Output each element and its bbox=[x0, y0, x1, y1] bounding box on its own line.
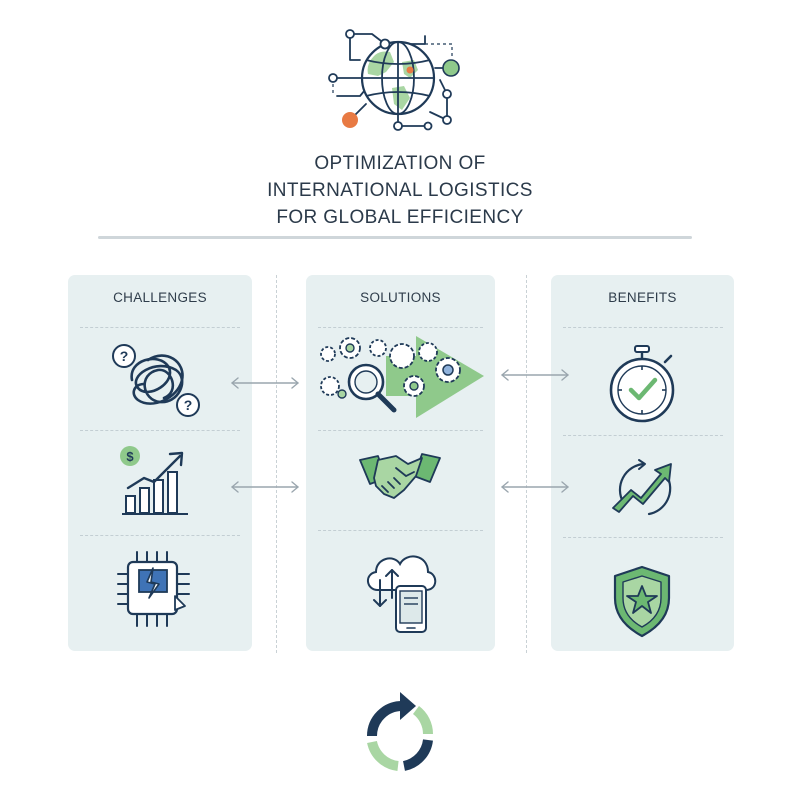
double-arrow-icon bbox=[231, 481, 299, 493]
damaged-chip-icon bbox=[117, 551, 190, 627]
panel-divider bbox=[318, 430, 483, 431]
title-line-3: FOR GLOBAL EFFICIENCY bbox=[276, 207, 524, 228]
cloud-sync-device-icon bbox=[367, 555, 437, 633]
benefits-heading: BENEFITS bbox=[608, 290, 677, 305]
handshake-icon bbox=[359, 453, 441, 499]
panel-divider bbox=[80, 430, 240, 431]
title-divider bbox=[98, 236, 692, 239]
double-arrow-icon bbox=[231, 377, 299, 389]
tangled-knot-question-icon: ? ? bbox=[112, 344, 200, 417]
title-line-2: INTERNATIONAL LOGISTICS bbox=[267, 180, 533, 201]
gears-magnifier-arrow-icon bbox=[320, 336, 484, 418]
solutions-heading: SOLUTIONS bbox=[360, 290, 441, 305]
growth-arrow-icon bbox=[612, 459, 672, 516]
panel-divider bbox=[563, 435, 723, 436]
double-arrow-icon bbox=[501, 481, 569, 493]
svg-text:?: ? bbox=[120, 348, 129, 364]
svg-text:$: $ bbox=[126, 449, 134, 464]
panel-divider bbox=[80, 327, 240, 328]
panel-divider bbox=[318, 530, 483, 531]
cycle-refresh-icon bbox=[367, 692, 433, 771]
challenges-heading: CHALLENGES bbox=[113, 290, 207, 305]
panel-divider bbox=[80, 535, 240, 536]
stopwatch-check-icon bbox=[609, 345, 675, 423]
rising-cost-chart-icon: $ bbox=[120, 446, 188, 515]
svg-text:?: ? bbox=[184, 397, 193, 413]
double-arrow-icon bbox=[501, 369, 569, 381]
title-line-1: OPTIMIZATION OF bbox=[314, 153, 486, 174]
column-separator-right bbox=[526, 275, 527, 653]
panel-divider bbox=[563, 537, 723, 538]
column-separator-left bbox=[276, 275, 277, 653]
shield-star-icon bbox=[613, 565, 671, 638]
globe-network-icon bbox=[328, 29, 460, 131]
panel-divider bbox=[318, 327, 483, 328]
page-title: OPTIMIZATION OF INTERNATIONAL LOGISTICS … bbox=[0, 150, 800, 231]
panel-divider bbox=[563, 327, 723, 328]
